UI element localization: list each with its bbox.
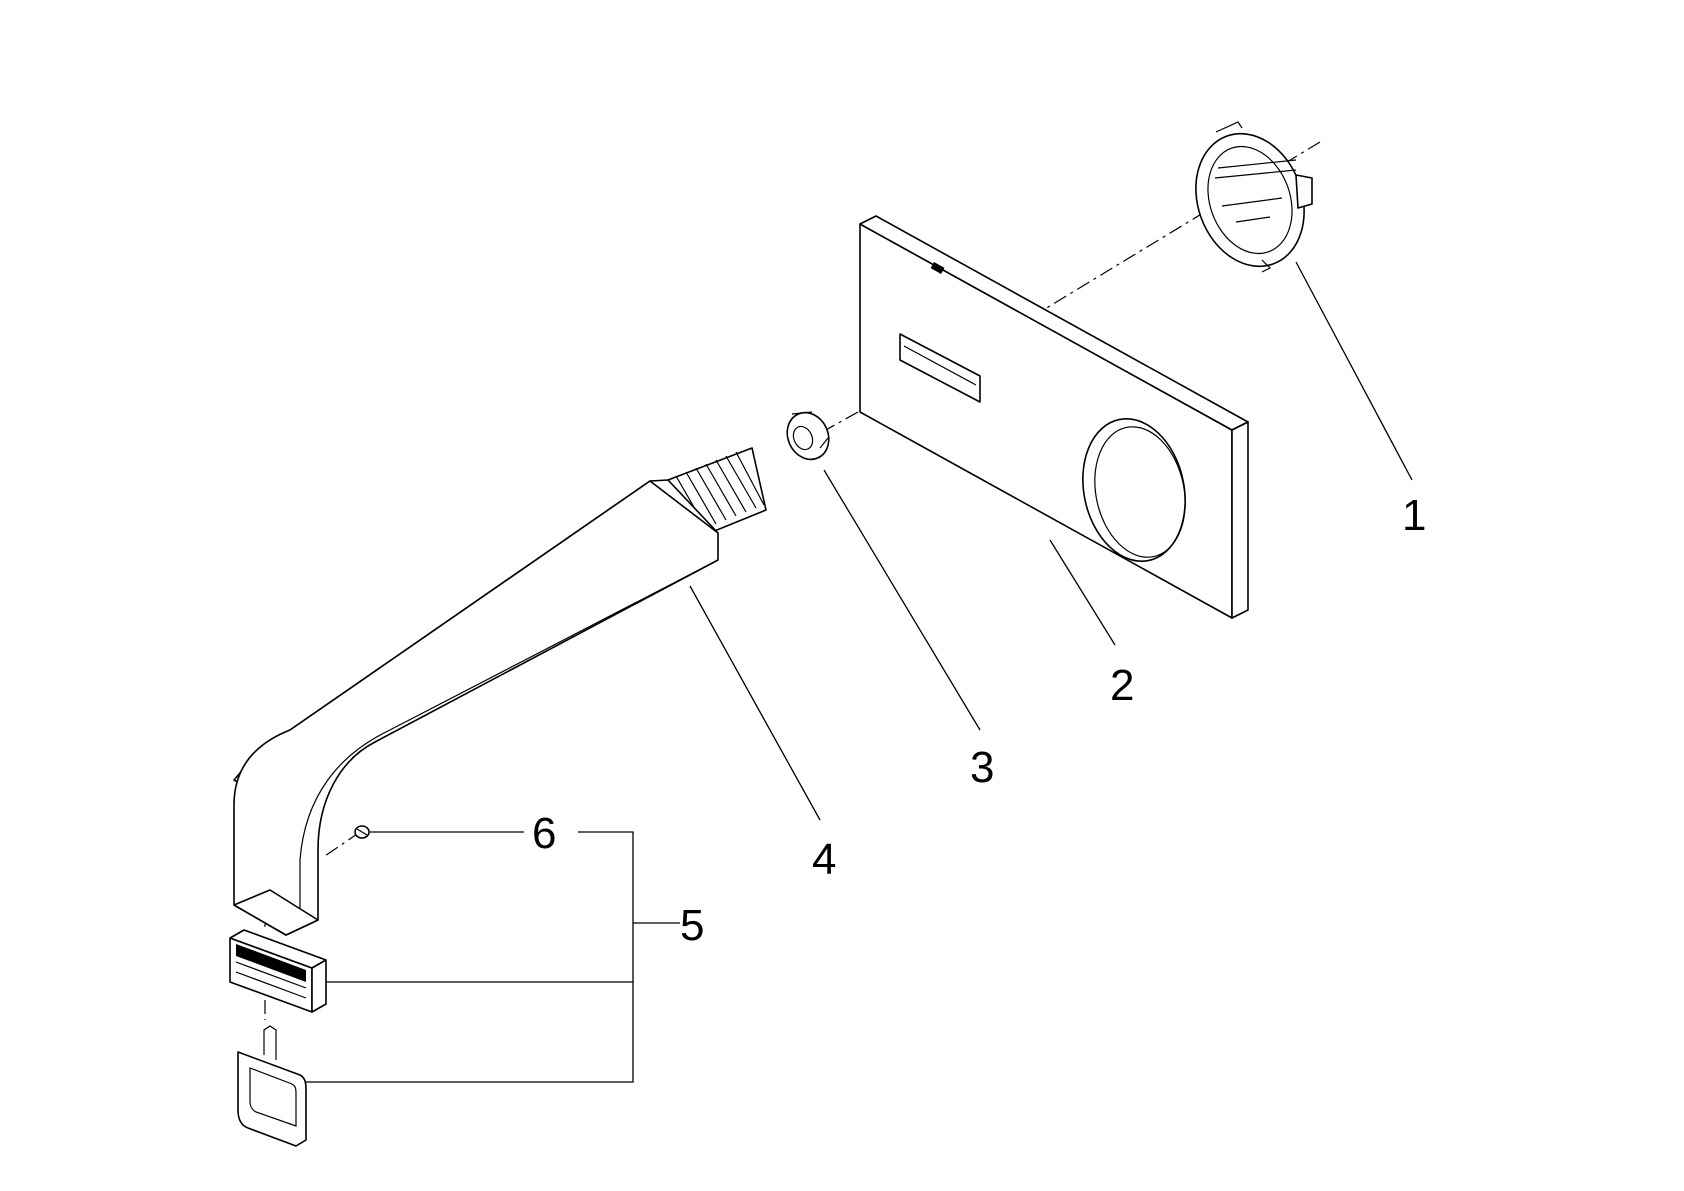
callout-5: 5 (680, 901, 704, 950)
callout-4: 4 (812, 835, 836, 884)
callout-3: 3 (970, 743, 994, 792)
cover-plate-part[interactable] (859, 215, 1249, 619)
aerator-grid (236, 944, 306, 982)
leader-3 (823, 469, 981, 731)
callout-2: 2 (1110, 661, 1134, 710)
set-screw-part[interactable] (354, 825, 370, 839)
leader-2 (1049, 539, 1116, 646)
leader-4 (689, 585, 821, 821)
cover-plate-slot (899, 333, 981, 403)
leader-1 (1295, 261, 1413, 481)
center-axis-spout (321, 831, 361, 859)
mounting-ring-part[interactable] (1178, 118, 1322, 281)
spout-body (233, 480, 719, 936)
leader-5-bracket (306, 831, 680, 1083)
callout-6: 6 (532, 809, 556, 858)
cover-plate-front (859, 223, 1233, 619)
spout-part[interactable] (233, 447, 767, 936)
spout-outlet-face (233, 889, 319, 936)
seal-ring-part[interactable] (780, 406, 837, 466)
aerator-insert-part[interactable] (229, 929, 327, 1013)
aerator-key-part[interactable] (237, 1025, 307, 1147)
brand-mark (930, 262, 945, 274)
cover-plate-side (1231, 421, 1249, 619)
callout-1: 1 (1402, 491, 1426, 540)
